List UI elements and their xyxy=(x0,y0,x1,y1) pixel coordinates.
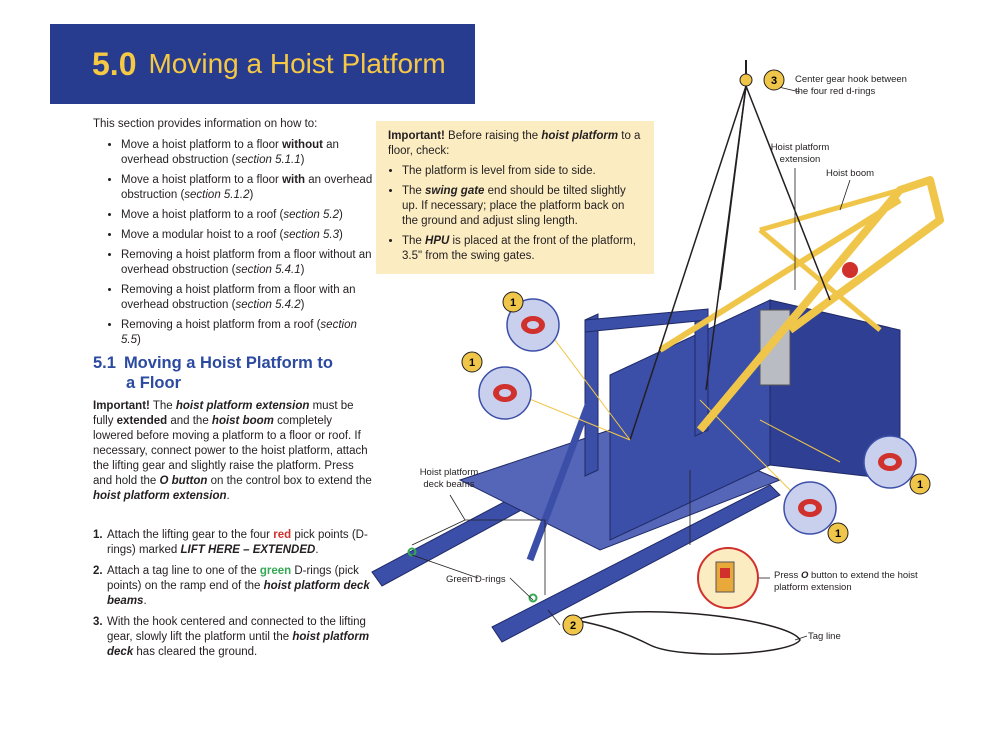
callout-boom: Hoist boom xyxy=(826,168,875,179)
svg-text:1: 1 xyxy=(469,357,475,369)
badge-1: 1 xyxy=(461,351,483,373)
note-item: The platform is level from side to side. xyxy=(402,164,642,179)
dring-detail xyxy=(863,435,917,489)
hpu-unit xyxy=(759,309,791,386)
list-item: Removing a hoist platform from a floor w… xyxy=(121,248,373,278)
platform-box-front xyxy=(609,299,771,541)
badge-3: 3 xyxy=(763,69,785,91)
deck-beam-right xyxy=(491,484,781,643)
list-item: Removing a hoist platform from a roof (s… xyxy=(121,318,373,348)
steps-list: 1.Attach the lifting gear to the four re… xyxy=(93,528,373,660)
important-paragraph: Important! The hoist platform extension … xyxy=(93,400,372,502)
platform-box-side xyxy=(769,299,901,481)
section-link[interactable]: section 5.1.1 xyxy=(235,154,301,166)
intro-text: This section provides information on how… xyxy=(93,118,318,130)
callout-hook: Center gear hook between the four red d-… xyxy=(795,74,907,97)
frame-upright-left xyxy=(584,313,599,477)
step-item: 2.Attach a tag line to one of the green … xyxy=(93,565,370,607)
callout-press-o: Press O button to extend the hoist platf… xyxy=(774,570,918,593)
deck-beam-left xyxy=(371,429,651,587)
list-item: Move a hoist platform to a floor with an… xyxy=(121,173,373,203)
badge-1: 1 xyxy=(909,473,931,495)
note-item: The swing gate end should be tilted slig… xyxy=(402,184,642,229)
callout-deck-beams: Hoist platform deck beams xyxy=(419,467,479,490)
list-item: Move a hoist platform to a roof (section… xyxy=(121,208,373,223)
important-note-box: Important! Before raising the hoist plat… xyxy=(376,121,654,274)
o-button-detail xyxy=(697,547,759,609)
note-intro: Important! Before raising the hoist plat… xyxy=(388,130,641,157)
badge-1: 1 xyxy=(827,522,849,544)
section-link[interactable]: section 5.3 xyxy=(283,229,339,241)
callout-green-drings: Green D-rings xyxy=(446,574,506,585)
gear-hook xyxy=(739,73,753,87)
svg-text:1: 1 xyxy=(510,297,516,309)
dring-detail xyxy=(506,298,560,352)
badge-1: 1 xyxy=(502,291,524,313)
green-dring xyxy=(407,547,417,557)
section-link[interactable]: section 5.4.1 xyxy=(235,264,301,276)
svg-text:1: 1 xyxy=(917,479,923,491)
section-number: 5.0 xyxy=(92,45,137,82)
note-item: The HPU is placed at the front of the pl… xyxy=(402,234,642,264)
svg-text:1: 1 xyxy=(835,528,841,540)
title-banner: 5.0 Moving a Hoist Platform xyxy=(50,24,475,104)
dring-detail xyxy=(783,481,837,535)
green-dring xyxy=(528,593,538,603)
callout-tag-line: Tag line xyxy=(808,631,841,642)
frame-upright-right xyxy=(694,308,709,437)
page-title: Moving a Hoist Platform xyxy=(148,48,446,79)
svg-text:2: 2 xyxy=(570,620,576,632)
badge-2: 2 xyxy=(562,614,584,636)
hoist-boom xyxy=(696,176,944,433)
list-item: Move a modular hoist to a roof (section … xyxy=(121,228,373,243)
dring-detail xyxy=(478,366,532,420)
svg-text:3: 3 xyxy=(771,75,777,87)
section-link[interactable]: section 5.5 xyxy=(121,319,357,346)
list-item: Removing a hoist platform from a floor w… xyxy=(121,283,373,313)
topic-list: Move a hoist platform to a floor without… xyxy=(93,138,373,348)
list-item: Move a hoist platform to a floor without… xyxy=(121,138,373,168)
note-list: The platform is level from side to side.… xyxy=(388,164,642,264)
platform-deck xyxy=(458,419,782,551)
section-link[interactable]: section 5.4.2 xyxy=(235,299,301,311)
frame-crossbar xyxy=(584,308,709,333)
tag-line xyxy=(574,610,801,655)
left-column: This section provides information on how… xyxy=(93,117,373,666)
step-item: 1.Attach the lifting gear to the four re… xyxy=(93,529,368,556)
callout-extension: Hoist platform extension xyxy=(770,142,830,165)
section-link[interactable]: section 5.2 xyxy=(283,209,339,221)
step-item: 3.With the hook centered and connected t… xyxy=(93,616,370,658)
section-link[interactable]: section 5.1.2 xyxy=(184,189,250,201)
